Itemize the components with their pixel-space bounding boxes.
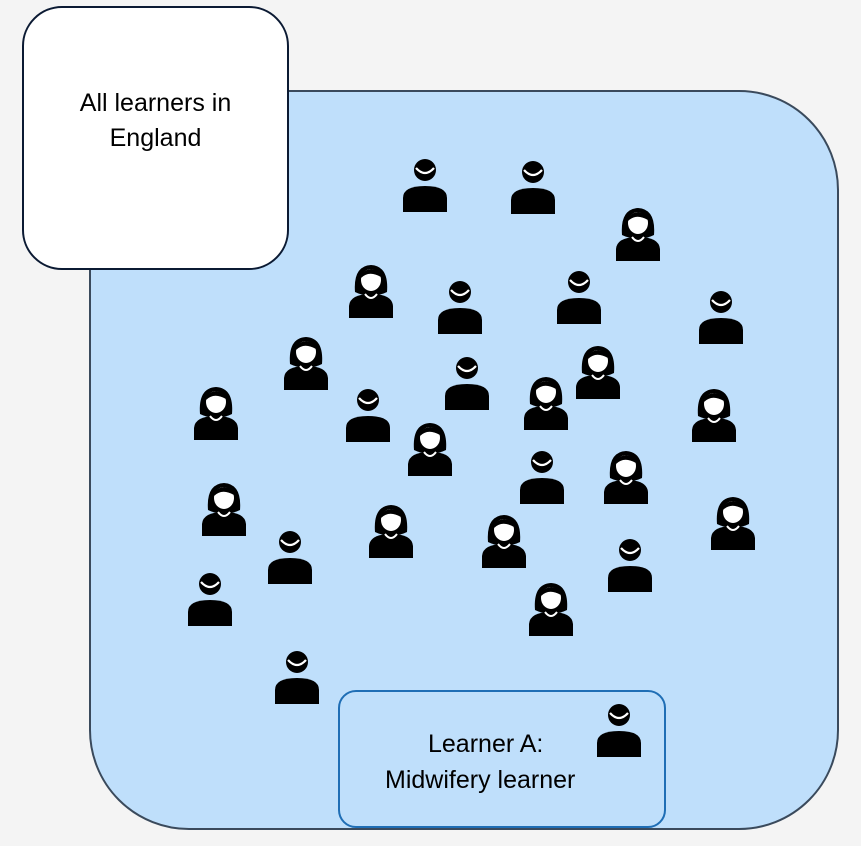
female-person-icon	[612, 205, 664, 261]
person-icon	[593, 701, 645, 757]
region-label-box	[22, 6, 289, 270]
female-person-icon	[600, 448, 652, 504]
female-person-icon	[280, 334, 332, 390]
male-person-icon	[441, 354, 493, 410]
male-person-icon	[342, 386, 394, 442]
learner-a-title: Learner A:	[428, 730, 544, 758]
female-person-icon	[707, 494, 759, 550]
male-person-icon	[399, 156, 451, 212]
female-person-icon	[198, 480, 250, 536]
female-person-icon	[572, 343, 624, 399]
male-person-icon	[516, 448, 568, 504]
female-person-icon	[478, 512, 530, 568]
male-person-icon	[434, 278, 486, 334]
male-person-icon	[553, 268, 605, 324]
female-person-icon	[525, 580, 577, 636]
male-person-icon	[184, 570, 236, 626]
learner-a-subtitle: Midwifery learner	[385, 766, 576, 794]
female-person-icon	[520, 374, 572, 430]
female-person-icon	[345, 262, 397, 318]
male-person-icon	[695, 288, 747, 344]
male-person-icon	[264, 528, 316, 584]
male-person-icon	[604, 536, 656, 592]
male-person-icon	[507, 158, 559, 214]
region-label-line2: England	[109, 124, 202, 152]
male-person-icon	[271, 648, 323, 704]
female-person-icon	[404, 420, 456, 476]
region-label: All learners in England	[22, 86, 289, 156]
female-person-icon	[365, 502, 417, 558]
female-person-icon	[688, 386, 740, 442]
female-person-icon	[190, 384, 242, 440]
region-label-line1: All learners in	[79, 89, 232, 117]
